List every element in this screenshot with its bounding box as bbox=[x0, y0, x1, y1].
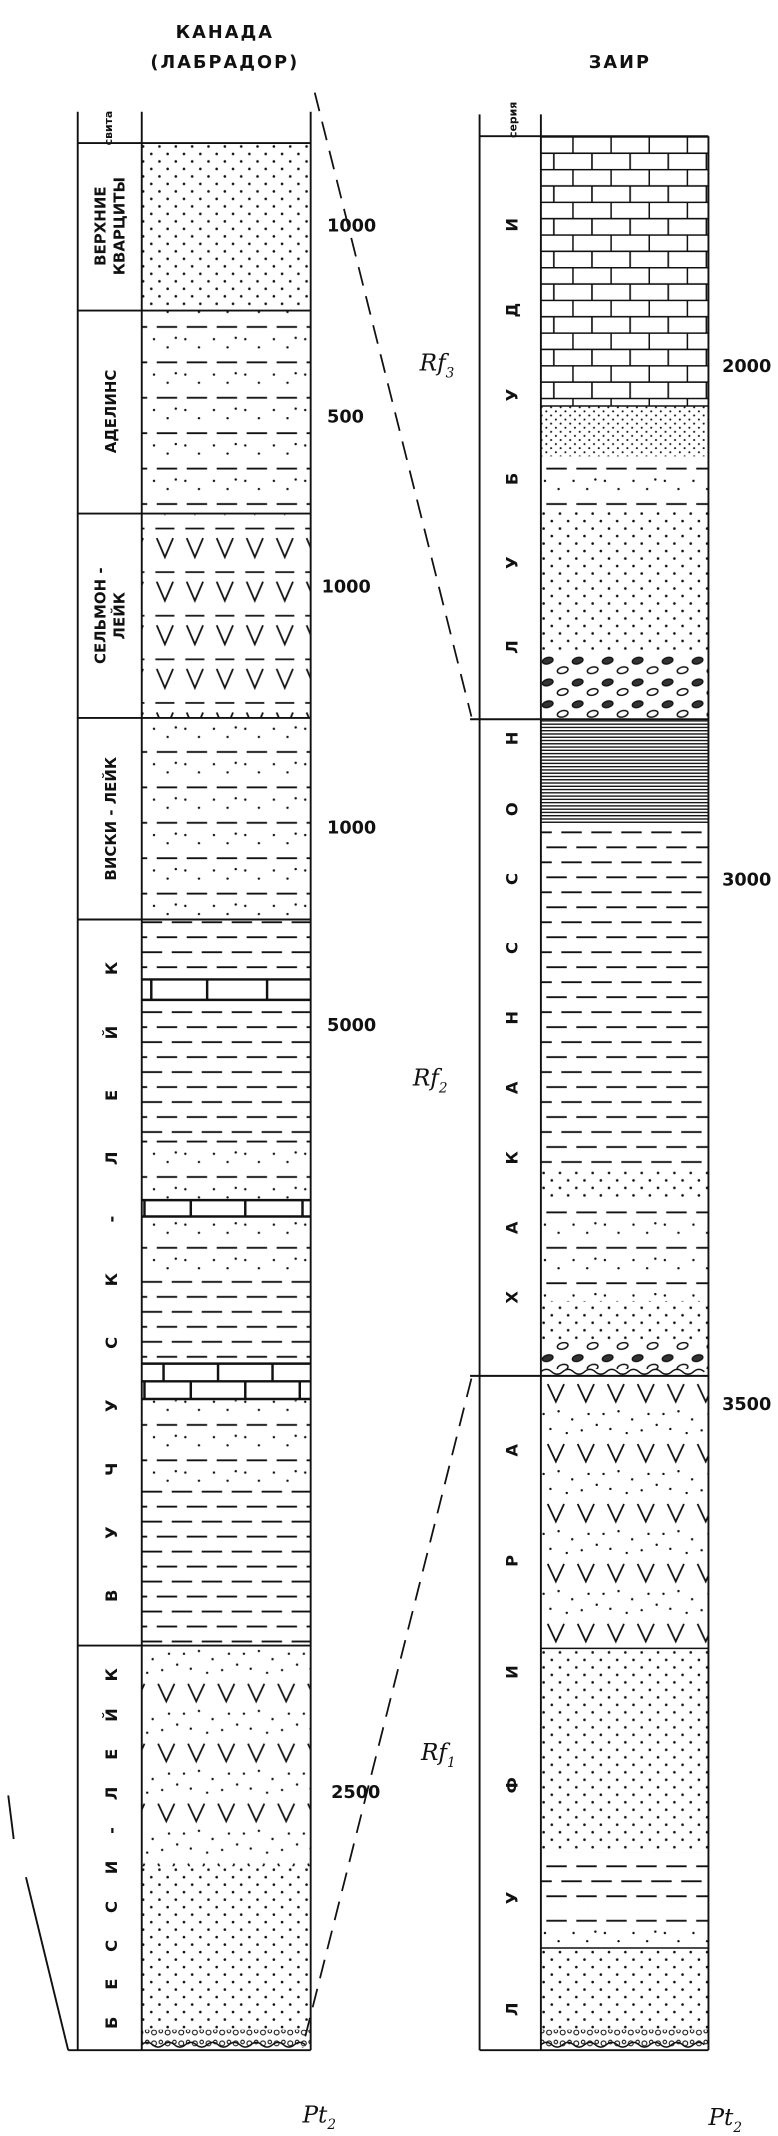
lithology-layer bbox=[141, 1484, 311, 1646]
lithology-layer bbox=[141, 1137, 311, 1199]
zaire-base-age: Pt2 bbox=[707, 2105, 742, 2136]
canada-title: КАНАДА bbox=[176, 23, 274, 43]
lithology-layer bbox=[141, 143, 311, 311]
lithology-layer bbox=[540, 1300, 709, 1342]
unconformity-wavy-line bbox=[540, 2041, 705, 2048]
lithology-layer bbox=[540, 1907, 709, 1949]
formation-thickness: 1000 bbox=[322, 578, 371, 598]
lithology-layer bbox=[540, 136, 709, 406]
formation-name: Б Е С С И - Л Е Й К bbox=[102, 1667, 121, 2029]
series-age: Rf2 bbox=[412, 1066, 448, 1097]
age-symbol: Rf bbox=[412, 1066, 442, 1092]
age-index: 1 bbox=[447, 1755, 456, 1771]
lithology-layer bbox=[141, 1866, 311, 2030]
lithology-layer bbox=[141, 919, 311, 979]
age-index: 2 bbox=[732, 2120, 742, 2136]
series-age: Rf3 bbox=[419, 351, 455, 382]
formation-name: ЛЕЙК bbox=[110, 591, 129, 639]
age-symbol: Pt bbox=[301, 2102, 328, 2128]
limestone-band bbox=[141, 1362, 311, 1401]
limestone-band bbox=[141, 1198, 311, 1218]
series-thickness: 3500 bbox=[722, 1395, 771, 1415]
formation-thickness: 1000 bbox=[327, 217, 376, 237]
age-index: 3 bbox=[446, 365, 455, 381]
age-symbol: Rf bbox=[419, 351, 449, 377]
formation-thickness: 2500 bbox=[331, 1783, 380, 1803]
lithology-layer bbox=[540, 1375, 709, 1649]
formation-name: ВЕРХНИЕ bbox=[92, 186, 110, 265]
zaire-lithology bbox=[540, 136, 709, 2048]
series-name: Х А К А Н С С О Н bbox=[503, 732, 522, 1304]
lithology-layer bbox=[540, 405, 709, 457]
lithology-layer bbox=[540, 1948, 709, 2030]
canada-column-header: свита bbox=[102, 111, 115, 146]
canada-subtitle: (ЛАБРАДОР) bbox=[150, 53, 299, 73]
series-thickness: 3000 bbox=[722, 870, 771, 890]
canada-column-frame bbox=[68, 111, 312, 2052]
series-name: Л У Б У Д И bbox=[503, 218, 522, 654]
lithology-layer bbox=[141, 999, 311, 1138]
lithology-layer bbox=[540, 2029, 709, 2048]
formation-name: ВИСКИ - ЛЕЙК bbox=[101, 756, 120, 881]
formation-thickness: 1000 bbox=[327, 819, 376, 839]
lithology-layer bbox=[540, 1648, 709, 1853]
lithology-layer bbox=[540, 1171, 709, 1199]
unconformity-wavy-line bbox=[141, 2041, 306, 2048]
lithology-layer bbox=[540, 1198, 709, 1301]
lithology-layer bbox=[540, 824, 709, 1172]
age-symbol: Pt bbox=[707, 2105, 734, 2131]
correlation-dashed-line-upper bbox=[313, 92, 473, 717]
zaire-column-header: серия bbox=[506, 102, 519, 138]
lithology-layer bbox=[141, 513, 311, 718]
series-name: Л У Ф И Р А bbox=[503, 1444, 522, 2017]
correlation-solid-line-fragment bbox=[25, 1876, 70, 2051]
lithology-layer bbox=[141, 1400, 311, 1485]
lithology-layer bbox=[540, 653, 709, 720]
series-thickness: 2000 bbox=[722, 357, 771, 377]
unconformity-wavy-line bbox=[540, 1368, 705, 1375]
lithology-layer bbox=[141, 1216, 311, 1281]
zaire-column-frame bbox=[470, 114, 710, 2052]
correlation-dashed-line-lower bbox=[301, 1378, 473, 2048]
age-index: 2 bbox=[438, 1081, 448, 1097]
age-index: 2 bbox=[326, 2117, 336, 2133]
canada-base-age: Pt2 bbox=[301, 2102, 336, 2133]
lithology-layer bbox=[540, 1341, 709, 1370]
series-age: Rf1 bbox=[420, 1740, 456, 1771]
canada-lithology bbox=[141, 143, 311, 2048]
lithology-layer bbox=[141, 1645, 311, 1867]
formation-name: АДЕЛИНС bbox=[102, 370, 120, 454]
lithology-layer bbox=[540, 1852, 709, 1908]
correlation-solid-line-fragment bbox=[7, 1795, 15, 1840]
lithology-layer bbox=[141, 717, 311, 920]
lithology-layer bbox=[540, 719, 709, 825]
lithology-layer bbox=[540, 456, 709, 511]
lithology-layer bbox=[141, 2029, 311, 2048]
zaire-title: ЗАИР bbox=[589, 53, 651, 73]
formation-name: В У Ч У С К - Л Е Й К bbox=[102, 961, 121, 1602]
age-symbol: Rf bbox=[420, 1740, 450, 1766]
formation-thickness: 500 bbox=[327, 407, 364, 427]
limestone-band bbox=[141, 978, 311, 1002]
lithology-layer bbox=[540, 510, 709, 654]
formation-name: СЕЛЬМОН - bbox=[92, 567, 110, 664]
formation-name: КВАРЦИТЫ bbox=[111, 177, 129, 275]
lithology-layer bbox=[141, 310, 311, 514]
lithology-layer bbox=[141, 1280, 311, 1363]
formation-thickness: 5000 bbox=[327, 1016, 376, 1036]
